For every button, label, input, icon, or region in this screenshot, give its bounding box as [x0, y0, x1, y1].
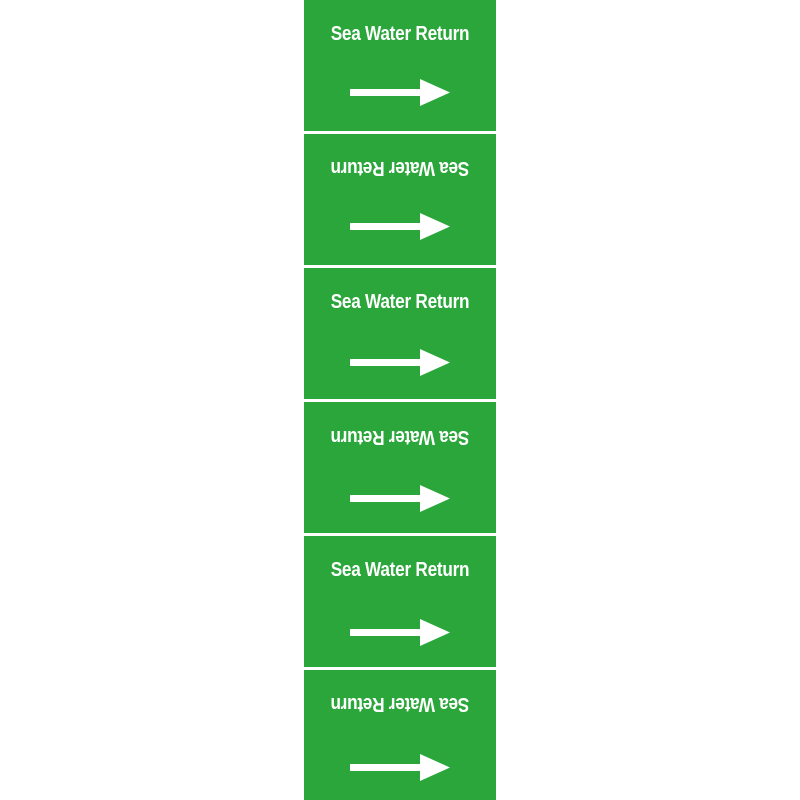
panel-label: Sea Water Return	[330, 157, 470, 179]
panel-label: Sea Water Return	[330, 693, 470, 715]
arrow-right-icon	[350, 485, 450, 512]
panel-label: Sea Water Return	[330, 559, 470, 581]
marker-panel-6: Sea Water Return	[304, 670, 496, 800]
marker-panel-3: Sea Water Return	[304, 268, 496, 399]
arrow-right-icon	[350, 619, 450, 646]
arrow-right-icon	[350, 213, 450, 240]
marker-panel-4: Sea Water Return	[304, 402, 496, 533]
pipe-marker-strip: Sea Water Return Sea Water Return Sea Wa…	[304, 0, 496, 800]
panel-label: Sea Water Return	[330, 291, 470, 313]
arrow-right-icon	[350, 754, 450, 781]
panel-label: Sea Water Return	[330, 426, 470, 448]
arrow-right-icon	[350, 79, 450, 106]
marker-panel-2: Sea Water Return	[304, 134, 496, 265]
marker-panel-1: Sea Water Return	[304, 0, 496, 131]
marker-panel-5: Sea Water Return	[304, 536, 496, 667]
panel-label: Sea Water Return	[330, 23, 470, 45]
arrow-right-icon	[350, 349, 450, 376]
